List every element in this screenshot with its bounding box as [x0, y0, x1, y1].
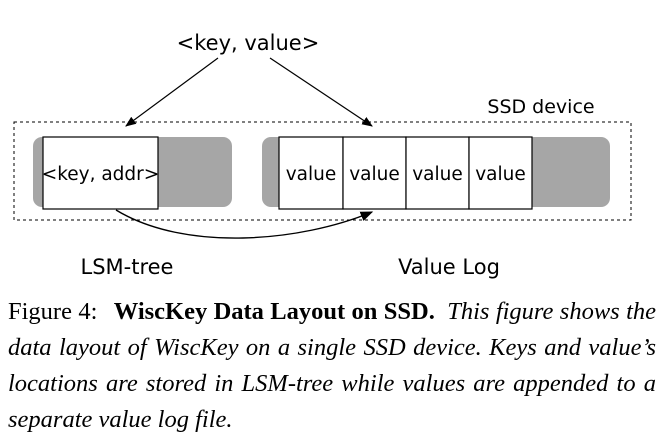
lsm-entry-box [42, 136, 159, 210]
value-cell [405, 136, 470, 210]
ssd-device-label: SSD device [487, 96, 594, 118]
value-cell-text: value [475, 164, 526, 185]
arrow-to-value-log [269, 57, 373, 127]
value-cell-text: value [349, 164, 400, 185]
wisckey-layout-diagram: <key, value> SSD device <key, addr> valu… [13, 31, 632, 279]
value-cell-text: value [286, 164, 337, 185]
figure-number: Figure 4: [8, 298, 98, 325]
lsm-tree-label: LSM-tree [81, 255, 174, 279]
value-log-label: Value Log [398, 255, 500, 279]
caption-body: This figure shows the data layout of Wis… [8, 298, 657, 433]
value-cell-text: value [412, 164, 463, 185]
figure-title: WiscKey Data Layout on SSD. [113, 298, 435, 325]
value-cell [468, 136, 533, 210]
ssd-device-box [13, 121, 632, 221]
key-value-label: <key, value> [177, 31, 320, 55]
value-cell [278, 136, 344, 210]
lsm-entry-text: <key, addr> [42, 164, 160, 185]
address-pointer-arrow [115, 209, 374, 239]
figure-caption: Figure 4: WiscKey Data Layout on SSD. Th… [8, 294, 656, 438]
arrow-to-lsm [125, 57, 219, 127]
